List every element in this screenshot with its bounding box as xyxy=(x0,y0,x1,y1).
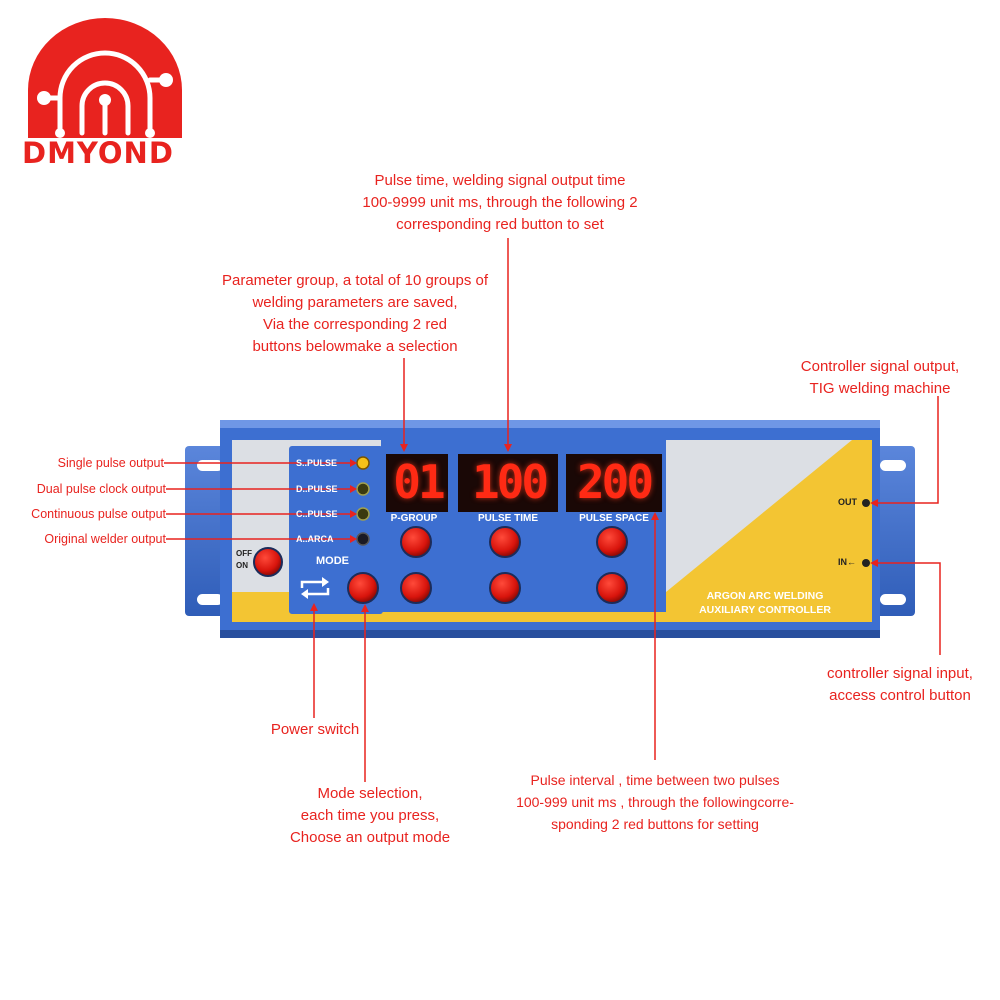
mode-selection-annotation: Mode selection, each time you press, Cho… xyxy=(289,785,451,846)
controller-out-annotation: Controller signal output, TIG welding ma… xyxy=(800,358,960,397)
original-welder-annotation: Original welder output xyxy=(44,532,166,546)
dual-pulse-annotation: Dual pulse clock output xyxy=(36,482,166,496)
mode-a-label: A..ARCA xyxy=(296,534,334,544)
param-group-annotation: Parameter group, a total of 10 groups of… xyxy=(222,272,488,355)
pulse-time-down-button[interactable] xyxy=(489,572,521,604)
logo-icon xyxy=(28,18,182,138)
leader-lines xyxy=(164,238,941,782)
pulse-space-down-button[interactable] xyxy=(596,572,628,604)
label-group: P-GROUP xyxy=(390,513,438,524)
mode-s-label: S..PULSE xyxy=(296,458,338,468)
single-pulse-annotation: Single pulse output xyxy=(57,456,164,470)
continuous-pulse-annotation: Continuous pulse output xyxy=(31,507,166,521)
mode-c-label: C..PULSE xyxy=(296,509,338,519)
pulse-space-display: 200 xyxy=(576,455,654,509)
pulse-interval-annotation: Pulse interval , time between two pulses… xyxy=(516,772,794,832)
mode-d-label: D..PULSE xyxy=(296,484,338,494)
mode-label: MODE xyxy=(316,555,349,567)
power-switch-button[interactable] xyxy=(253,547,283,577)
power-switch-annotation: Power switch xyxy=(270,721,360,738)
brand-logo: DMYOND xyxy=(20,18,190,178)
out-jack[interactable] xyxy=(862,499,870,507)
pulse-time-display-window xyxy=(458,454,558,512)
cycle-icon xyxy=(300,577,330,599)
in-label: IN← xyxy=(838,557,856,567)
device-title-line2: AUXILIARY CONTROLLER xyxy=(699,604,831,616)
group-down-button[interactable] xyxy=(400,572,432,604)
pulse-time-display: 100 xyxy=(471,455,549,509)
device-title-line1: ARGON ARC WELDING xyxy=(706,590,824,602)
mode-button[interactable] xyxy=(347,572,379,604)
pulse-space-display-window xyxy=(566,454,662,512)
on-label: ON xyxy=(236,561,248,570)
pulse-time-annotation: Pulse time, welding signal output time 1… xyxy=(362,172,638,233)
group-display-window xyxy=(386,454,448,512)
group-display: 01 xyxy=(393,455,445,509)
pulse-time-up-button[interactable] xyxy=(489,526,521,558)
led-single-pulse xyxy=(356,456,370,470)
led-original-welder xyxy=(356,532,370,546)
leader-arrowheads xyxy=(310,444,878,612)
in-jack[interactable] xyxy=(862,559,870,567)
led-continuous-pulse xyxy=(356,507,370,521)
group-up-button[interactable] xyxy=(400,526,432,558)
label-pulse-time: PULSE TIME xyxy=(477,513,538,524)
off-label: OFF xyxy=(236,549,252,558)
label-pulse-space: PULSE SPACE xyxy=(579,513,649,524)
led-dual-pulse xyxy=(356,482,370,496)
out-label: OUT xyxy=(838,497,857,507)
brand-name: DMYOND xyxy=(22,136,174,170)
controller-in-annotation: controller signal input, access control … xyxy=(827,665,973,704)
pulse-space-up-button[interactable] xyxy=(596,526,628,558)
